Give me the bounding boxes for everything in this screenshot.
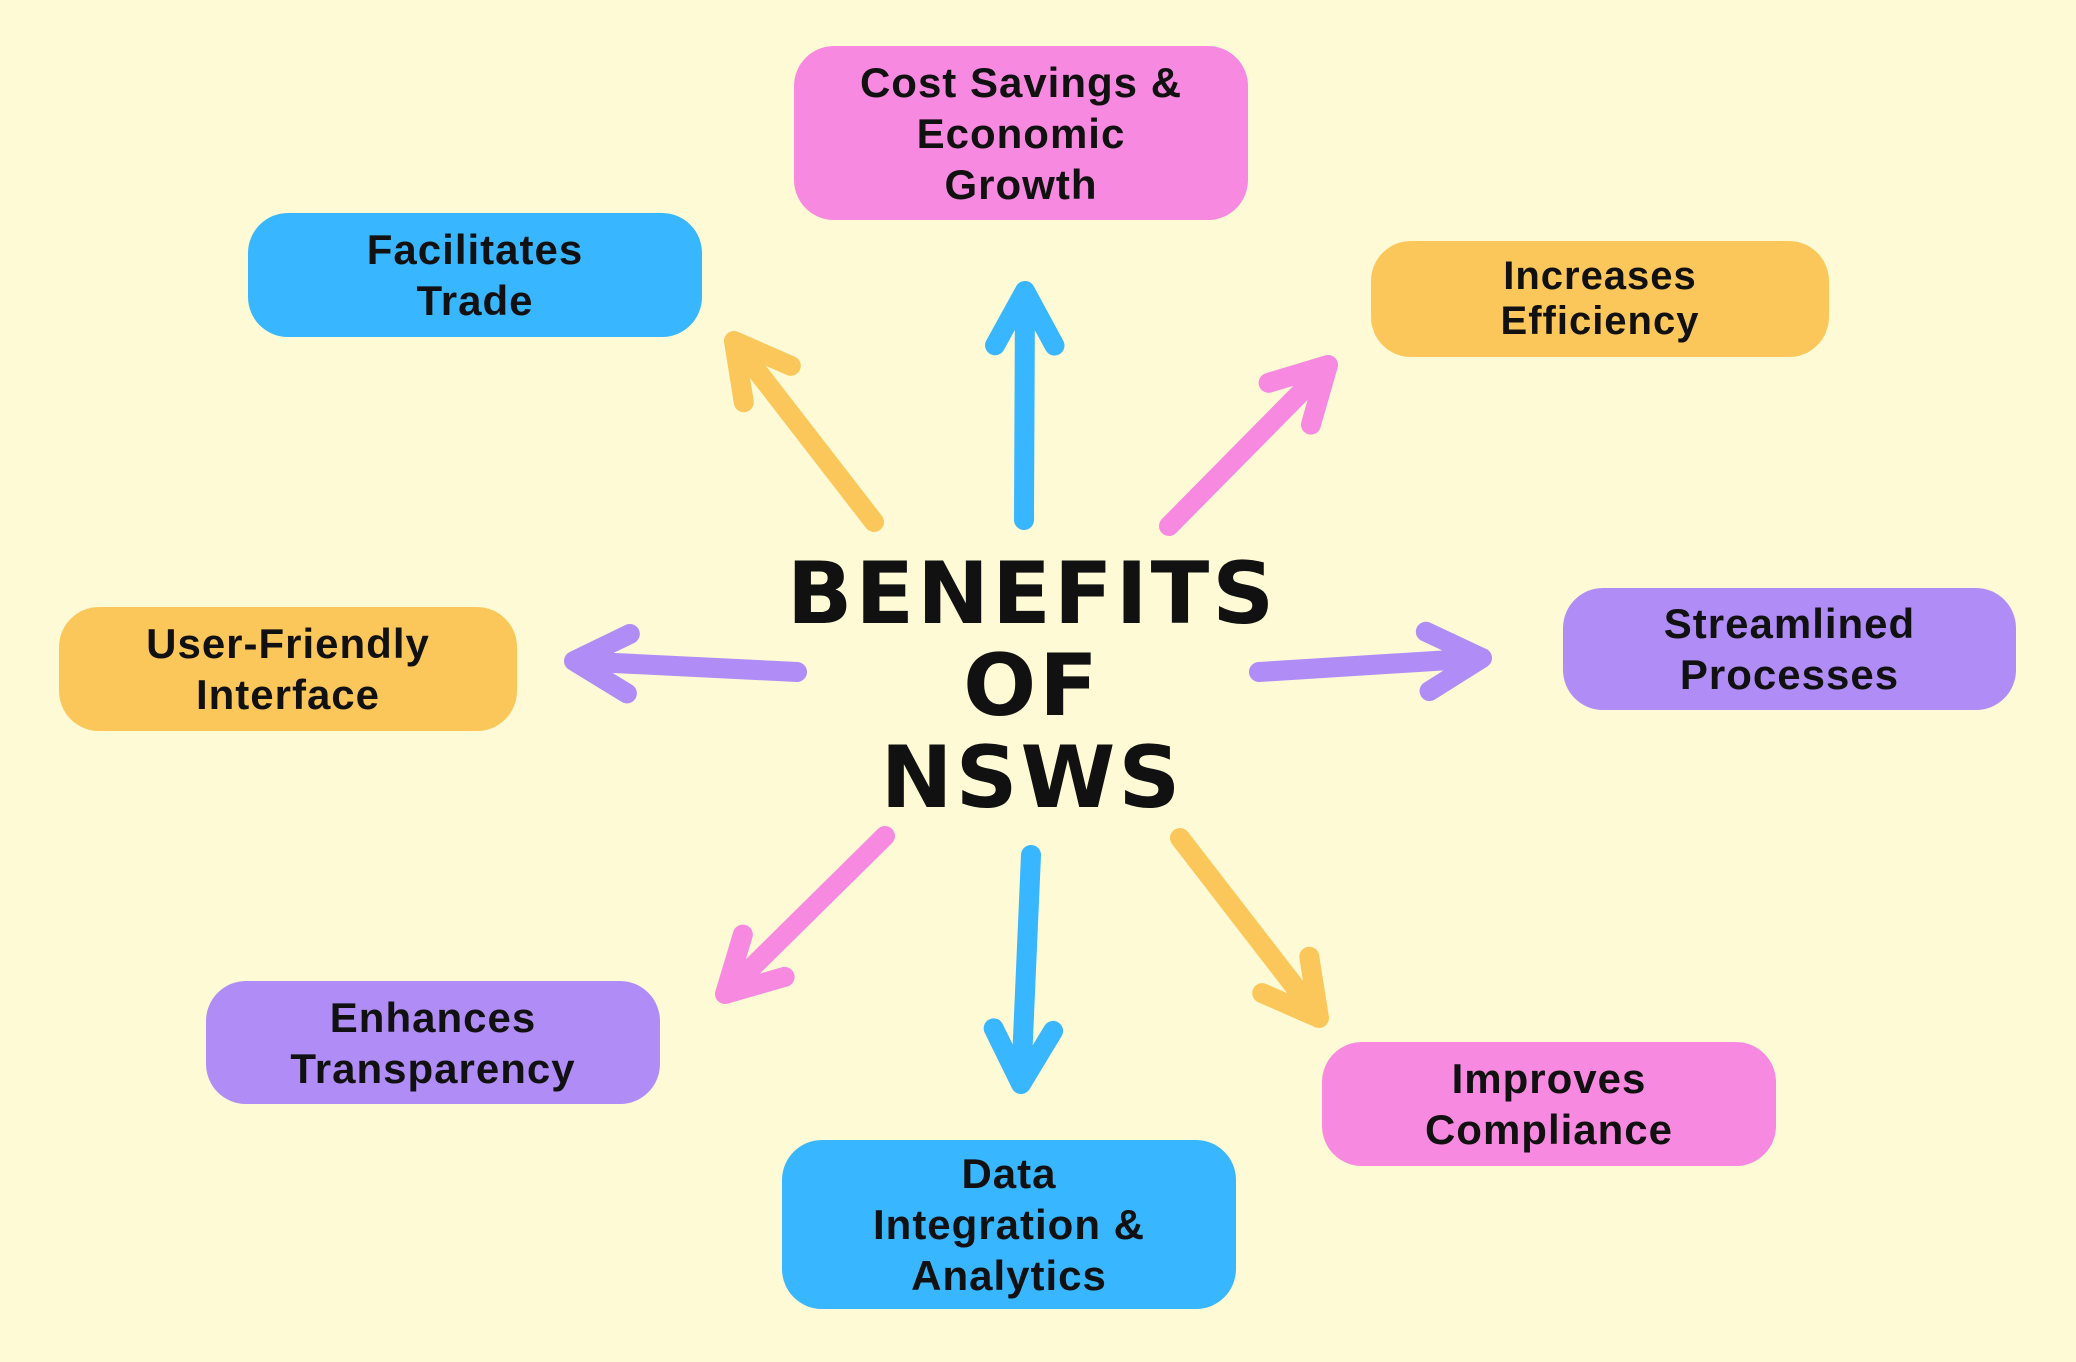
benefit-user-friendly: User-Friendly Interface <box>59 607 517 731</box>
arrow-to-increases-efficiency-icon <box>1159 355 1338 536</box>
title-line-2: OF <box>963 636 1101 736</box>
benefit-data-integration: Data Integration & Analytics <box>782 1140 1236 1309</box>
title-line-3: NSWS <box>880 728 1184 828</box>
arrow-to-transparency-icon <box>715 826 895 1004</box>
title-line-1: BENEFITS <box>786 544 1278 644</box>
benefit-cost-savings: Cost Savings & Economic Growth <box>794 46 1248 220</box>
arrow-to-facilitates-trade-icon <box>724 331 884 532</box>
arrow-to-user-friendly-icon <box>564 623 807 704</box>
benefit-increases-efficiency: Increases Efficiency <box>1371 241 1829 357</box>
benefit-streamlined: Streamlined Processes <box>1563 588 2016 710</box>
benefit-facilitates-trade: Facilitates Trade <box>248 213 702 337</box>
central-title: BENEFITS OF NSWS <box>732 548 1332 824</box>
arrow-to-streamlined-icon <box>1249 621 1492 702</box>
arrow-to-compliance-icon <box>1170 828 1329 1028</box>
arrow-to-cost-savings-icon <box>985 281 1065 530</box>
benefit-transparency: Enhances Transparency <box>206 981 660 1104</box>
benefit-compliance: Improves Compliance <box>1322 1042 1776 1166</box>
arrow-to-data-integration-icon <box>983 845 1064 1094</box>
